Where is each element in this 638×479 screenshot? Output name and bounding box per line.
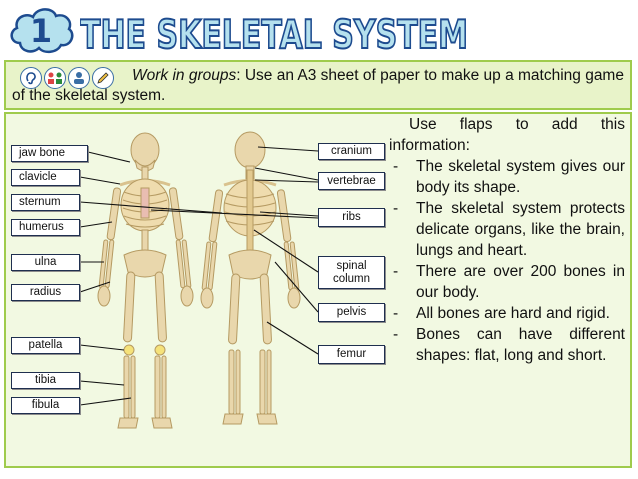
page-title: THE SKELETAL SYSTEM	[80, 12, 469, 58]
information-item: The skeletal system protects delicate or…	[389, 198, 625, 261]
section-number-badge: 1	[6, 3, 76, 57]
listening-ear-icon	[20, 67, 42, 89]
instruction-body: : Use an A3 sheet of paper to make up a …	[12, 67, 624, 104]
label-femur: femur	[318, 345, 385, 364]
activity-icons	[20, 67, 114, 89]
label-clavicle: clavicle	[11, 169, 80, 186]
information-item: The skeletal system gives our body its s…	[389, 156, 625, 198]
label-tibia: tibia	[11, 372, 80, 389]
label-spinal-column: spinal column	[318, 256, 385, 289]
instruction-emphasis: Work in groups	[132, 67, 237, 84]
label-jaw-bone: jaw bone	[11, 145, 88, 162]
information-item: Bones can have different shapes: flat, l…	[389, 324, 625, 366]
label-ulna: ulna	[11, 254, 80, 271]
label-vertebrae: vertebrae	[318, 172, 385, 190]
label-fibula: fibula	[11, 397, 80, 414]
information-intro: Use flaps to add this information:	[389, 116, 625, 154]
information-list: The skeletal system gives our body its s…	[389, 156, 625, 366]
instruction-text: Work in groups: Use an A3 sheet of paper…	[12, 66, 626, 106]
page-title-text: THE SKELETAL SYSTEM	[80, 13, 468, 58]
label-humerus: humerus	[11, 219, 80, 236]
information-item: All bones are hard and rigid.	[389, 303, 625, 324]
back-skeleton-figure	[200, 131, 301, 425]
badge-number: 1	[29, 12, 53, 50]
label-pelvis: pelvis	[318, 303, 385, 322]
group-work-icon	[44, 67, 66, 89]
label-cranium: cranium	[318, 143, 385, 160]
label-radius: radius	[11, 284, 80, 301]
front-skeleton-figure	[97, 132, 194, 429]
cloud-badge-icon	[10, 8, 74, 54]
instruction-banner: Work in groups: Use an A3 sheet of paper…	[4, 60, 632, 110]
label-patella: patella	[11, 337, 80, 354]
information-item: There are over 200 bones in our body.	[389, 261, 625, 303]
label-sternum: sternum	[11, 194, 80, 211]
pencil-icon	[92, 67, 114, 89]
information-text: Use flaps to add this information: The s…	[389, 114, 625, 366]
label-ribs: ribs	[318, 208, 385, 227]
connector-lines	[79, 146, 319, 406]
writing-hand-icon	[68, 67, 90, 89]
